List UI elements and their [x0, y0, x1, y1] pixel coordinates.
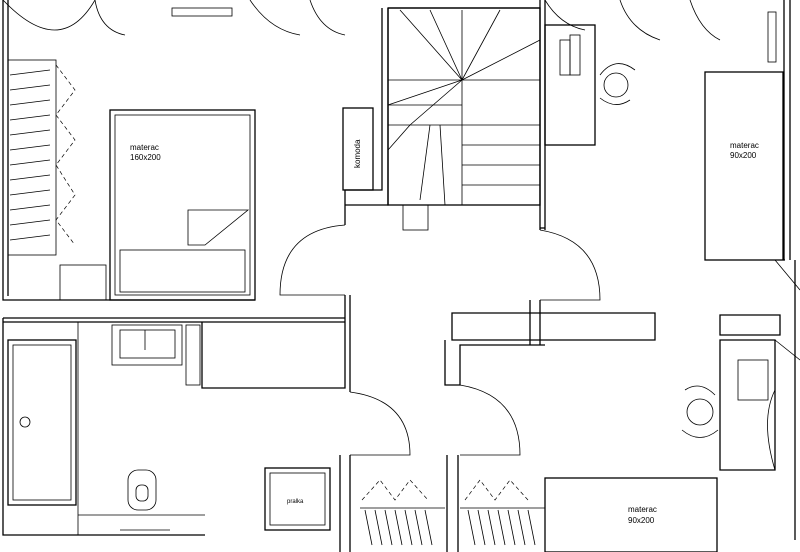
doors [279, 224, 601, 456]
double-bed: materac 160x200 [109, 109, 256, 301]
bed-double-size: 160x200 [130, 153, 161, 162]
bed-single-top-size: 90x200 [730, 151, 757, 160]
dresser-label: komoda [353, 139, 362, 168]
desk-top [544, 24, 636, 146]
bed-single-bottom-label: materac [628, 505, 657, 514]
washing-machine: pralka [264, 467, 331, 531]
single-bed-top: materac 90x200 [704, 71, 784, 261]
bed-single-bottom-size: 90x200 [628, 516, 655, 525]
staircase [387, 7, 541, 231]
bed-single-top-label: materac [730, 141, 759, 150]
bed-double-label: materac [130, 143, 159, 152]
desk-bottom [681, 259, 800, 471]
wardrobe-left [7, 59, 107, 301]
bathroom [7, 322, 205, 535]
wardrobes-bottom [360, 479, 545, 546]
single-bed-bottom: materac 90x200 [544, 477, 718, 552]
window-arcs [2, 0, 777, 63]
dresser: komoda [342, 107, 374, 191]
washer-label: pralka [287, 499, 304, 505]
